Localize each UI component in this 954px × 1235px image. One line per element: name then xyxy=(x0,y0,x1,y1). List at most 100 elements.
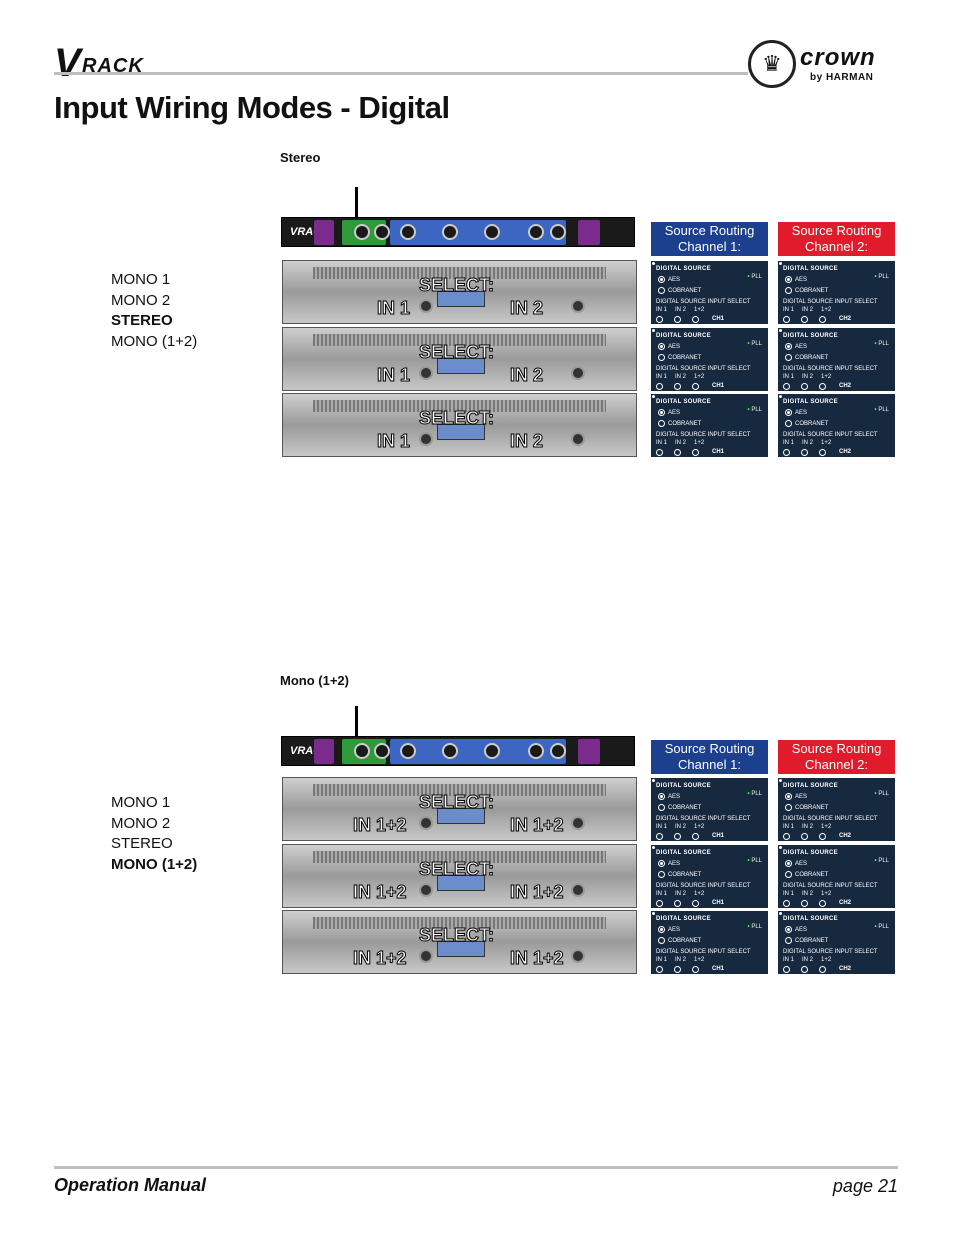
radio-icon[interactable] xyxy=(801,965,808,973)
radio-icon[interactable] xyxy=(674,965,681,973)
amp-vent xyxy=(313,400,606,412)
channel-tag: CH1 xyxy=(712,833,725,839)
radio-icon[interactable] xyxy=(819,315,826,323)
radio-icon[interactable] xyxy=(692,448,699,456)
radio-icon[interactable] xyxy=(785,937,792,944)
source-option-aes[interactable]: AES xyxy=(656,276,763,284)
radio-icon[interactable] xyxy=(656,965,663,973)
source-option-cobranet[interactable]: COBRANET xyxy=(783,871,890,879)
source-option-cobranet[interactable]: COBRANET xyxy=(656,937,763,945)
radio-icon[interactable] xyxy=(656,899,663,907)
radio-icon[interactable] xyxy=(785,343,792,350)
radio-icon[interactable] xyxy=(658,937,665,944)
radio-icon[interactable] xyxy=(819,965,826,973)
radio-icon[interactable] xyxy=(658,343,665,350)
source-option-cobranet[interactable]: COBRANET xyxy=(656,287,763,295)
radio-icon[interactable] xyxy=(674,899,681,907)
radio-icon[interactable] xyxy=(692,832,699,840)
radio-icon[interactable] xyxy=(658,354,665,361)
source-option-cobranet[interactable]: COBRANET xyxy=(656,420,763,428)
radio-icon[interactable] xyxy=(819,382,826,390)
radio-icon[interactable] xyxy=(658,793,665,800)
radio-icon[interactable] xyxy=(674,448,681,456)
radio-icon[interactable] xyxy=(674,832,681,840)
source-option-aes[interactable]: AES xyxy=(783,343,890,351)
pll-led-icon: • xyxy=(874,858,877,864)
radio-icon[interactable] xyxy=(783,315,790,323)
source-option-cobranet[interactable]: COBRANET xyxy=(656,354,763,362)
input-select-label: IN 1 xyxy=(656,824,668,830)
radio-icon[interactable] xyxy=(785,860,792,867)
radio-icon[interactable] xyxy=(658,409,665,416)
radio-icon[interactable] xyxy=(801,448,808,456)
radio-icon[interactable] xyxy=(658,860,665,867)
radio-icon[interactable] xyxy=(692,382,699,390)
source-option-aes[interactable]: AES xyxy=(656,343,763,351)
source-option-cobranet[interactable]: COBRANET xyxy=(783,937,890,945)
source-option-cobranet[interactable]: COBRANET xyxy=(783,354,890,362)
source-option-aes[interactable]: AES xyxy=(656,860,763,868)
radio-icon[interactable] xyxy=(785,276,792,283)
radio-icon[interactable] xyxy=(783,899,790,907)
amp-ch2-input-label: IN 1+2 xyxy=(510,815,565,836)
radio-icon[interactable] xyxy=(785,926,792,933)
radio-icon[interactable] xyxy=(801,832,808,840)
radio-icon[interactable] xyxy=(785,409,792,416)
source-option-aes[interactable]: AES xyxy=(783,926,890,934)
mode-item: MONO 2 xyxy=(111,814,171,832)
radio-icon[interactable] xyxy=(674,382,681,390)
radio-icon[interactable] xyxy=(785,793,792,800)
source-option-aes[interactable]: AES xyxy=(656,409,763,417)
radio-icon[interactable] xyxy=(783,832,790,840)
radio-icon[interactable] xyxy=(656,448,663,456)
input-select-label: 1+2 xyxy=(821,824,832,830)
radio-icon[interactable] xyxy=(819,899,826,907)
routing-panel-title: DIGITAL SOURCE xyxy=(656,399,711,405)
radio-icon[interactable] xyxy=(658,926,665,933)
radio-icon[interactable] xyxy=(785,871,792,878)
radio-icon[interactable] xyxy=(692,315,699,323)
source-option-aes[interactable]: AES xyxy=(656,793,763,801)
radio-icon[interactable] xyxy=(785,287,792,294)
source-option-aes[interactable]: AES xyxy=(656,926,763,934)
radio-icon[interactable] xyxy=(658,804,665,811)
radio-icon[interactable] xyxy=(658,287,665,294)
radio-icon[interactable] xyxy=(801,315,808,323)
radio-icon[interactable] xyxy=(785,420,792,427)
radio-icon[interactable] xyxy=(656,832,663,840)
radio-icon[interactable] xyxy=(656,382,663,390)
radio-icon[interactable] xyxy=(783,382,790,390)
source-option-cobranet[interactable]: COBRANET xyxy=(783,804,890,812)
source-option-cobranet[interactable]: COBRANET xyxy=(783,287,890,295)
radio-icon[interactable] xyxy=(692,899,699,907)
radio-icon[interactable] xyxy=(783,448,790,456)
amp-select-label: SELECT: xyxy=(418,792,495,813)
radio-icon[interactable] xyxy=(658,276,665,283)
radio-icon[interactable] xyxy=(656,315,663,323)
radio-icon[interactable] xyxy=(658,420,665,427)
radio-icon[interactable] xyxy=(819,832,826,840)
source-option-cobranet[interactable]: COBRANET xyxy=(656,871,763,879)
source-option-aes[interactable]: AES xyxy=(783,860,890,868)
radio-icon[interactable] xyxy=(801,899,808,907)
radio-icon[interactable] xyxy=(785,804,792,811)
radio-icon[interactable] xyxy=(785,354,792,361)
source-option-aes[interactable]: AES xyxy=(783,276,890,284)
radio-icon[interactable] xyxy=(801,382,808,390)
radio-icon[interactable] xyxy=(692,965,699,973)
radio-icon[interactable] xyxy=(674,315,681,323)
xlr-connector-icon xyxy=(354,224,370,240)
source-option-cobranet[interactable]: COBRANET xyxy=(783,420,890,428)
radio-icon[interactable] xyxy=(819,448,826,456)
radio-icon[interactable] xyxy=(658,871,665,878)
input-select-radios: CH2 xyxy=(783,382,890,390)
source-option-cobranet[interactable]: COBRANET xyxy=(656,804,763,812)
crown-icon: ♛ xyxy=(748,40,796,88)
source-option-aes[interactable]: AES xyxy=(783,793,890,801)
radio-icon[interactable] xyxy=(783,965,790,973)
source-option-aes[interactable]: AES xyxy=(783,409,890,417)
input-select-label: 1+2 xyxy=(694,891,705,897)
